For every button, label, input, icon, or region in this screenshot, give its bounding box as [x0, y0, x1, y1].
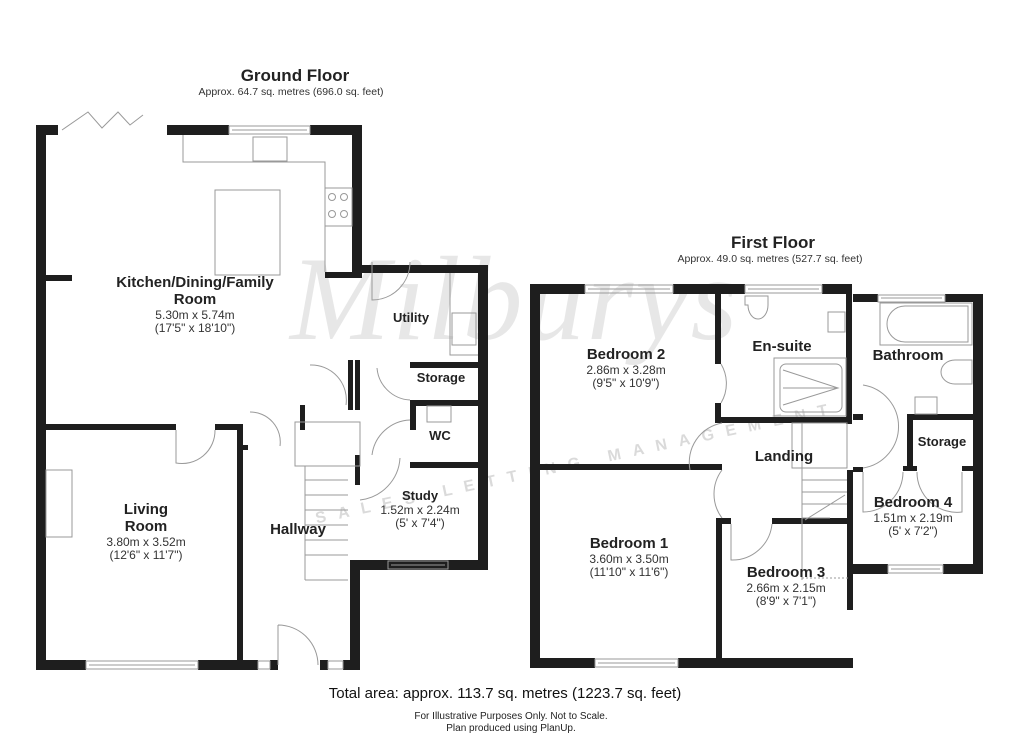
- room-dimensions-metric: 2.86m x 3.28m: [586, 362, 666, 377]
- room-name: Bedroom 4: [873, 494, 953, 511]
- ground-floor-area: Approx. 64.7 sq. metres (696.0 sq. feet): [198, 86, 384, 98]
- room-name-line2: Room: [124, 517, 168, 535]
- disclaimer-planup: Plan produced using PlanUp.: [446, 723, 576, 734]
- room-bedroom-2: Bedroom 2 2.86m x 3.28m (9'5" x 10'9"): [586, 346, 666, 391]
- room-name: Kitchen/Dining/Family: [116, 274, 274, 291]
- room-dimensions-imperial: (8'9" x 7'1"): [755, 594, 817, 609]
- room-landing: Landing: [754, 448, 814, 465]
- room-en-suite: En-suite: [752, 338, 812, 355]
- room-name: Bedroom 2: [586, 346, 666, 363]
- room-storage-first: Storage: [917, 434, 967, 449]
- room-name: Study: [401, 488, 439, 503]
- room-bedroom-4: Bedroom 4 1.51m x 2.19m (5' x 7'2"): [873, 494, 953, 539]
- room-hallway: Hallway: [270, 521, 326, 538]
- room-dimensions-imperial: (12'6" x 11'7"): [109, 548, 183, 563]
- room-bedroom-3: Bedroom 3 2.66m x 2.15m (8'9" x 7'1"): [746, 564, 826, 609]
- room-dimensions-metric: 3.80m x 3.52m: [106, 534, 186, 549]
- room-living-room: Living Room 3.80m x 3.52m (12'6" x 11'7"…: [106, 501, 186, 563]
- first-floor-title: First Floor: [730, 233, 816, 252]
- room-kitchen-dining-family: Kitchen/Dining/Family Room 5.30m x 5.74m…: [116, 274, 274, 336]
- room-bathroom: Bathroom: [872, 347, 944, 364]
- first-floor-area: Approx. 49.0 sq. metres (527.7 sq. feet): [677, 253, 863, 265]
- room-name-line2: Room: [173, 290, 217, 308]
- room-dimensions-metric: 5.30m x 5.74m: [155, 307, 235, 322]
- room-dimensions-metric: 3.60m x 3.50m: [589, 551, 669, 566]
- room-wc: WC: [429, 428, 451, 443]
- disclaimer-scale: For Illustrative Purposes Only. Not to S…: [414, 711, 608, 722]
- room-dimensions-imperial: (9'5" x 10'9"): [592, 376, 660, 391]
- room-dimensions-imperial: (5' x 7'4"): [395, 515, 445, 530]
- ground-floor-title: Ground Floor: [240, 66, 350, 85]
- room-dimensions-metric: 1.52m x 2.24m: [380, 502, 460, 517]
- room-dimensions-imperial: (17'5" x 18'10"): [154, 321, 236, 336]
- room-bedroom-1: Bedroom 1 3.60m x 3.50m (11'10" x 11'6"): [589, 535, 669, 580]
- room-dimensions-imperial: (5' x 7'2"): [888, 524, 938, 539]
- ground-floor-walls: [36, 125, 488, 670]
- room-storage-ground: Storage: [416, 370, 466, 385]
- room-name: Living: [123, 501, 169, 518]
- ground-floor-fixtures: [45, 111, 478, 670]
- first-floor-walls: [530, 284, 983, 668]
- first-floor-fixtures: [584, 284, 973, 668]
- room-name: Bedroom 1: [589, 535, 669, 552]
- room-dimensions-imperial: (11'10" x 11'6"): [589, 565, 669, 580]
- room-utility: Utility: [392, 310, 430, 325]
- room-name: Bedroom 3: [746, 564, 826, 581]
- total-area: Total area: approx. 113.7 sq. metres (12…: [328, 685, 682, 702]
- room-dimensions-metric: 2.66m x 2.15m: [746, 580, 826, 595]
- room-dimensions-metric: 1.51m x 2.19m: [873, 510, 953, 525]
- room-study: Study 1.52m x 2.24m (5' x 7'4"): [380, 488, 460, 530]
